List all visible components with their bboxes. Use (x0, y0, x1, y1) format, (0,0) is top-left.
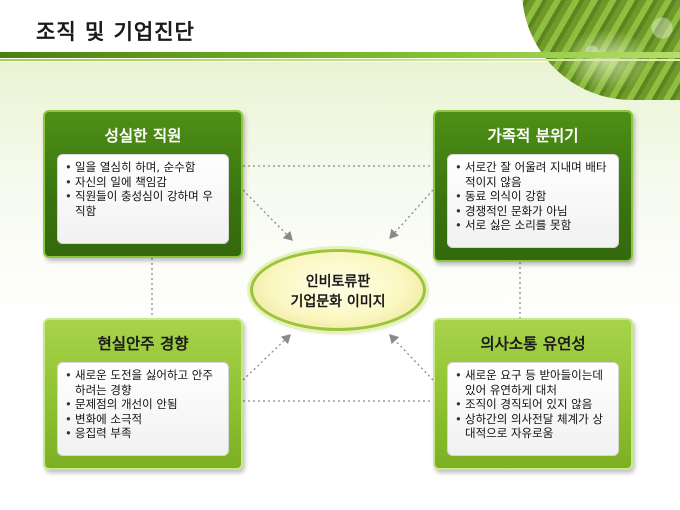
card-body: 일을 열심히 하며, 순수함 자신의 일에 책임감 직원들이 충성심이 강하며 … (57, 154, 229, 244)
card-body: 새로운 도전을 싫어하고 안주하려는 경향 문제점의 개선이 안됨 변화에 소극… (57, 362, 229, 456)
list-item: 상하간의 의사전달 체계가 상대적으로 자유로움 (455, 412, 613, 441)
card-title: 현실안주 경향 (97, 335, 189, 353)
list-item: 새로운 도전을 싫어하고 안주하려는 경향 (65, 368, 223, 397)
header-rule (0, 52, 680, 58)
list-item: 자신의 일에 책임감 (65, 175, 223, 190)
card-body: 새로운 요구 등 받아들이는데 있어 유연하게 대처 조직이 경직되어 있지 않… (447, 362, 619, 456)
list-item: 응집력 부족 (65, 426, 223, 441)
list-item: 조직이 경직되어 있지 않음 (455, 397, 613, 412)
card-family-atmosphere: 가족적 분위기 서로간 잘 어울려 지내며 배타적이지 않음 동료 의식이 강함… (433, 110, 633, 262)
center-label-line2: 기업문화 이미지 (290, 294, 386, 310)
list-item: 경쟁적인 문화가 아님 (455, 204, 613, 219)
bullet-list: 새로운 도전을 싫어하고 안주하려는 경향 문제점의 개선이 안됨 변화에 소극… (57, 362, 229, 441)
card-sincere-employees: 성실한 직원 일을 열심히 하며, 순수함 자신의 일에 책임감 직원들이 충성… (43, 110, 243, 258)
bullet-list: 서로간 잘 어울려 지내며 배타적이지 않음 동료 의식이 강함 경쟁적인 문화… (447, 154, 619, 233)
card-title: 의사소통 유연성 (480, 335, 586, 353)
center-label: 인비토류판 기업문화 이미지 (253, 272, 423, 312)
arrow-top-left (242, 189, 293, 241)
bullet-list: 새로운 요구 등 받아들이는데 있어 유연하게 대처 조직이 경직되어 있지 않… (447, 362, 619, 441)
list-item: 일을 열심히 하며, 순수함 (65, 160, 223, 175)
center-label-line1: 인비토류판 (305, 274, 371, 290)
list-item: 동료 의식이 강함 (455, 189, 613, 204)
card-communication-flexibility: 의사소통 유연성 새로운 요구 등 받아들이는데 있어 유연하게 대처 조직이 … (433, 318, 633, 470)
list-item: 새로운 요구 등 받아들이는데 있어 유연하게 대처 (455, 368, 613, 397)
list-item: 직원들이 충성심이 강하며 우직함 (65, 189, 223, 218)
card-complacency-tendency: 현실안주 경향 새로운 도전을 싫어하고 안주하려는 경향 문제점의 개선이 안… (43, 318, 243, 470)
card-title: 성실한 직원 (104, 127, 182, 145)
card-title: 가족적 분위기 (487, 127, 579, 145)
arrow-bottom-right (389, 334, 434, 381)
slide-title: 조직 및 기업진단 (36, 20, 195, 44)
list-item: 변화에 소극적 (65, 412, 223, 427)
arrow-bottom-left (242, 334, 291, 381)
bullet-list: 일을 열심히 하며, 순수함 자신의 일에 책임감 직원들이 충성심이 강하며 … (57, 154, 229, 218)
card-body: 서로간 잘 어울려 지내며 배타적이지 않음 동료 의식이 강함 경쟁적인 문화… (447, 154, 619, 248)
center-ellipse: 인비토류판 기업문화 이미지 (250, 249, 426, 331)
list-item: 서로 싫은 소리를 못함 (455, 218, 613, 233)
header-rule-thin (0, 59, 680, 61)
list-item: 문제점의 개선이 안됨 (65, 397, 223, 412)
arrow-top-right (389, 189, 434, 239)
list-item: 서로간 잘 어울려 지내며 배타적이지 않음 (455, 160, 613, 189)
